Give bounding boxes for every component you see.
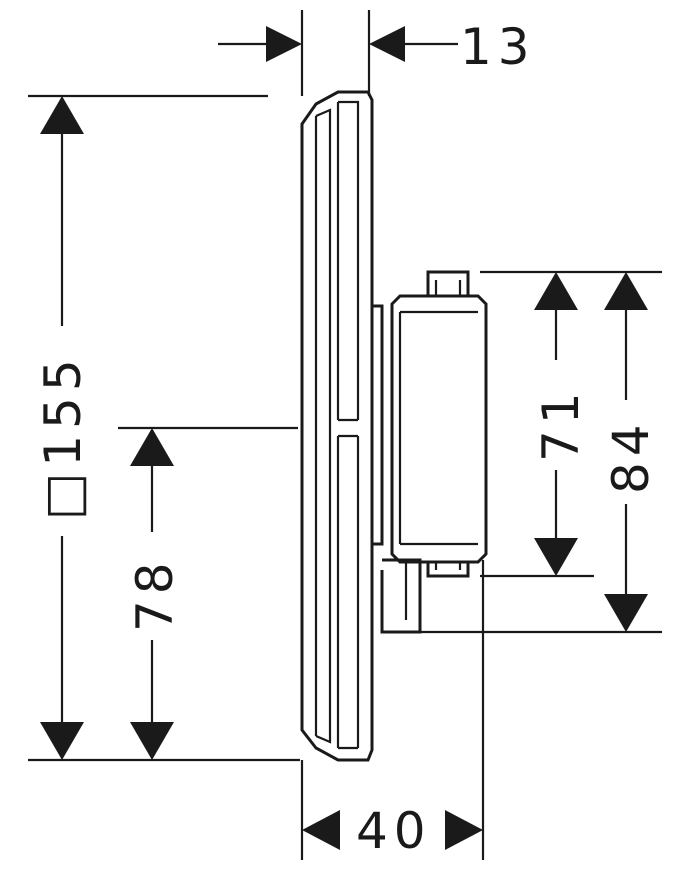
dimension-40: 40 — [302, 802, 483, 860]
arrow-up-icon — [40, 96, 84, 134]
arrow-down-icon — [534, 538, 578, 576]
dimension-label-71: 71 — [532, 386, 590, 462]
arrow-right-icon — [266, 26, 302, 62]
dimension-78: 78 — [126, 428, 184, 760]
arrow-right-icon — [445, 810, 483, 850]
arrow-up-icon — [604, 272, 648, 310]
dimension-label-84: 84 — [602, 418, 660, 494]
dimension-84: 84 — [602, 272, 660, 632]
dimension-label-13: 13 — [460, 18, 536, 76]
dimension-71: 71 — [532, 272, 590, 576]
dimension-label-155: □155 — [34, 353, 92, 520]
arrow-left-icon — [302, 810, 340, 850]
dimension-155: □155 — [34, 96, 92, 760]
valve-body — [372, 270, 488, 634]
arrow-up-icon — [534, 272, 578, 310]
dimension-13: 13 — [218, 18, 536, 76]
arrow-up-icon — [130, 428, 174, 466]
dimension-label-40: 40 — [356, 802, 432, 860]
cover-plate — [300, 90, 374, 762]
dimension-label-78: 78 — [126, 556, 184, 632]
extension-lines — [28, 10, 662, 860]
arrow-left-icon — [369, 26, 405, 62]
arrow-down-icon — [604, 594, 648, 632]
arrow-down-icon — [130, 722, 174, 760]
arrow-down-icon — [40, 722, 84, 760]
